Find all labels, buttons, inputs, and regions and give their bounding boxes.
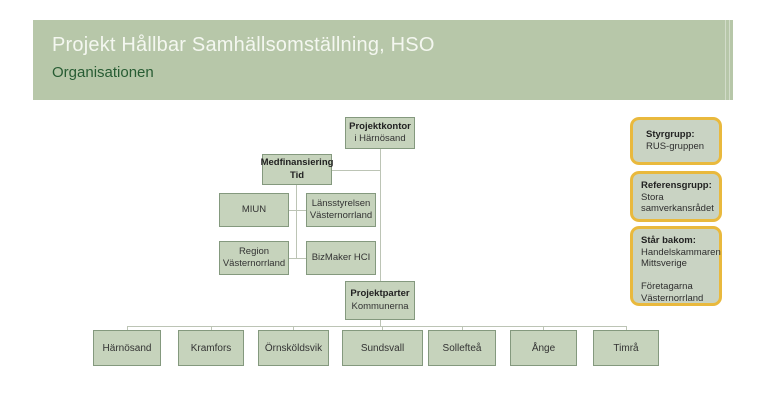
org-node-medfinansiering: Medfinansiering Tid — [260, 154, 334, 185]
org-node-subtitle: Kommunerna — [351, 300, 409, 312]
org-node-title: Kramfors — [190, 342, 232, 354]
connector-stub-ange — [543, 326, 544, 331]
org-node-miun: MIUN — [219, 193, 289, 227]
panel-body: Stora samverkansrådet — [641, 191, 714, 215]
panel-title: Står bakom: — [641, 235, 696, 246]
page-title: Projekt Hållbar Samhällsomställning, HSO — [52, 34, 435, 56]
side-panel-star-bakom: Står bakom: Handelskammaren Mittsverige … — [630, 226, 722, 306]
org-node-title: Projektparter — [350, 288, 410, 300]
panel-title: Styrgrupp: — [646, 129, 695, 140]
connector-medfinansiering-vertical — [296, 185, 297, 259]
org-node-ornskoldsvik: Örnsköldsvik — [258, 330, 329, 366]
org-node-projektparter: Projektparter Kommunerna — [345, 281, 415, 320]
org-node-title: Örnsköldsvik — [264, 342, 323, 354]
org-node-title: Region — [238, 245, 270, 257]
org-node-title: Medfinansiering — [260, 157, 334, 169]
side-panel-styrgrupp: Styrgrupp: RUS-gruppen — [630, 117, 722, 165]
connector-row1-stub — [289, 210, 306, 211]
org-node-subtitle: Tid — [289, 169, 305, 181]
org-node-title: MIUN — [241, 203, 267, 215]
connector-projektparter-drop — [380, 320, 381, 326]
org-node-title: Härnösand — [102, 342, 152, 354]
connector-stub-timra — [626, 326, 627, 331]
connector-stub-harnosand — [127, 326, 128, 331]
org-node-title: Länsstyrelsen — [311, 197, 371, 209]
page-subtitle: Organisationen — [52, 64, 154, 81]
connector-municipalities-horizontal — [127, 326, 626, 327]
org-node-lansstyrelsen: Länsstyrelsen Västernorrland — [306, 193, 376, 227]
org-node-sundsvall: Sundsvall — [342, 330, 423, 366]
org-node-title: Projektkontor — [349, 120, 411, 132]
org-node-timra: Timrå — [593, 330, 659, 366]
org-node-title: Timrå — [613, 342, 639, 354]
panel-body: RUS-gruppen — [646, 140, 705, 152]
org-node-title: Ånge — [531, 342, 556, 354]
org-node-subtitle: Västernorrland — [222, 258, 286, 269]
org-node-harnosand: Härnösand — [93, 330, 161, 366]
header-banner: Projekt Hållbar Samhällsomställning, HSO… — [33, 20, 733, 100]
connector-medfinansiering-horizontal — [332, 170, 380, 171]
banner-stripe — [729, 20, 730, 100]
panel-body: Handelskammaren Mittsverige Företagarna … — [641, 246, 721, 304]
connector-stub-solleftea — [462, 326, 463, 331]
org-node-projektkontor: Projektkontor i Härnösand — [345, 117, 415, 149]
org-node-solleftea: Sollefteå — [428, 330, 496, 366]
connector-stub-ornskoldsvik — [293, 326, 294, 331]
org-node-region: Region Västernorrland — [219, 241, 289, 275]
org-node-ange: Ånge — [510, 330, 577, 366]
org-node-bizmaker: BizMaker HCI — [306, 241, 376, 275]
side-panel-referensgrupp: Referensgrupp: Stora samverkansrådet — [630, 171, 722, 222]
connector-main-vertical — [380, 149, 381, 281]
org-node-subtitle: i Härnösand — [354, 133, 406, 144]
org-node-subtitle: Västernorrland — [309, 210, 373, 221]
panel-title: Referensgrupp: — [641, 180, 712, 191]
org-node-kramfors: Kramfors — [178, 330, 244, 366]
connector-row2-stub — [289, 258, 306, 259]
org-node-title: Sollefteå — [442, 342, 482, 354]
connector-stub-sundsvall — [382, 326, 383, 331]
org-node-title: BizMaker HCI — [311, 251, 371, 263]
connector-stub-kramfors — [211, 326, 212, 331]
banner-stripe — [725, 20, 726, 100]
org-node-title: Sundsvall — [360, 342, 405, 354]
